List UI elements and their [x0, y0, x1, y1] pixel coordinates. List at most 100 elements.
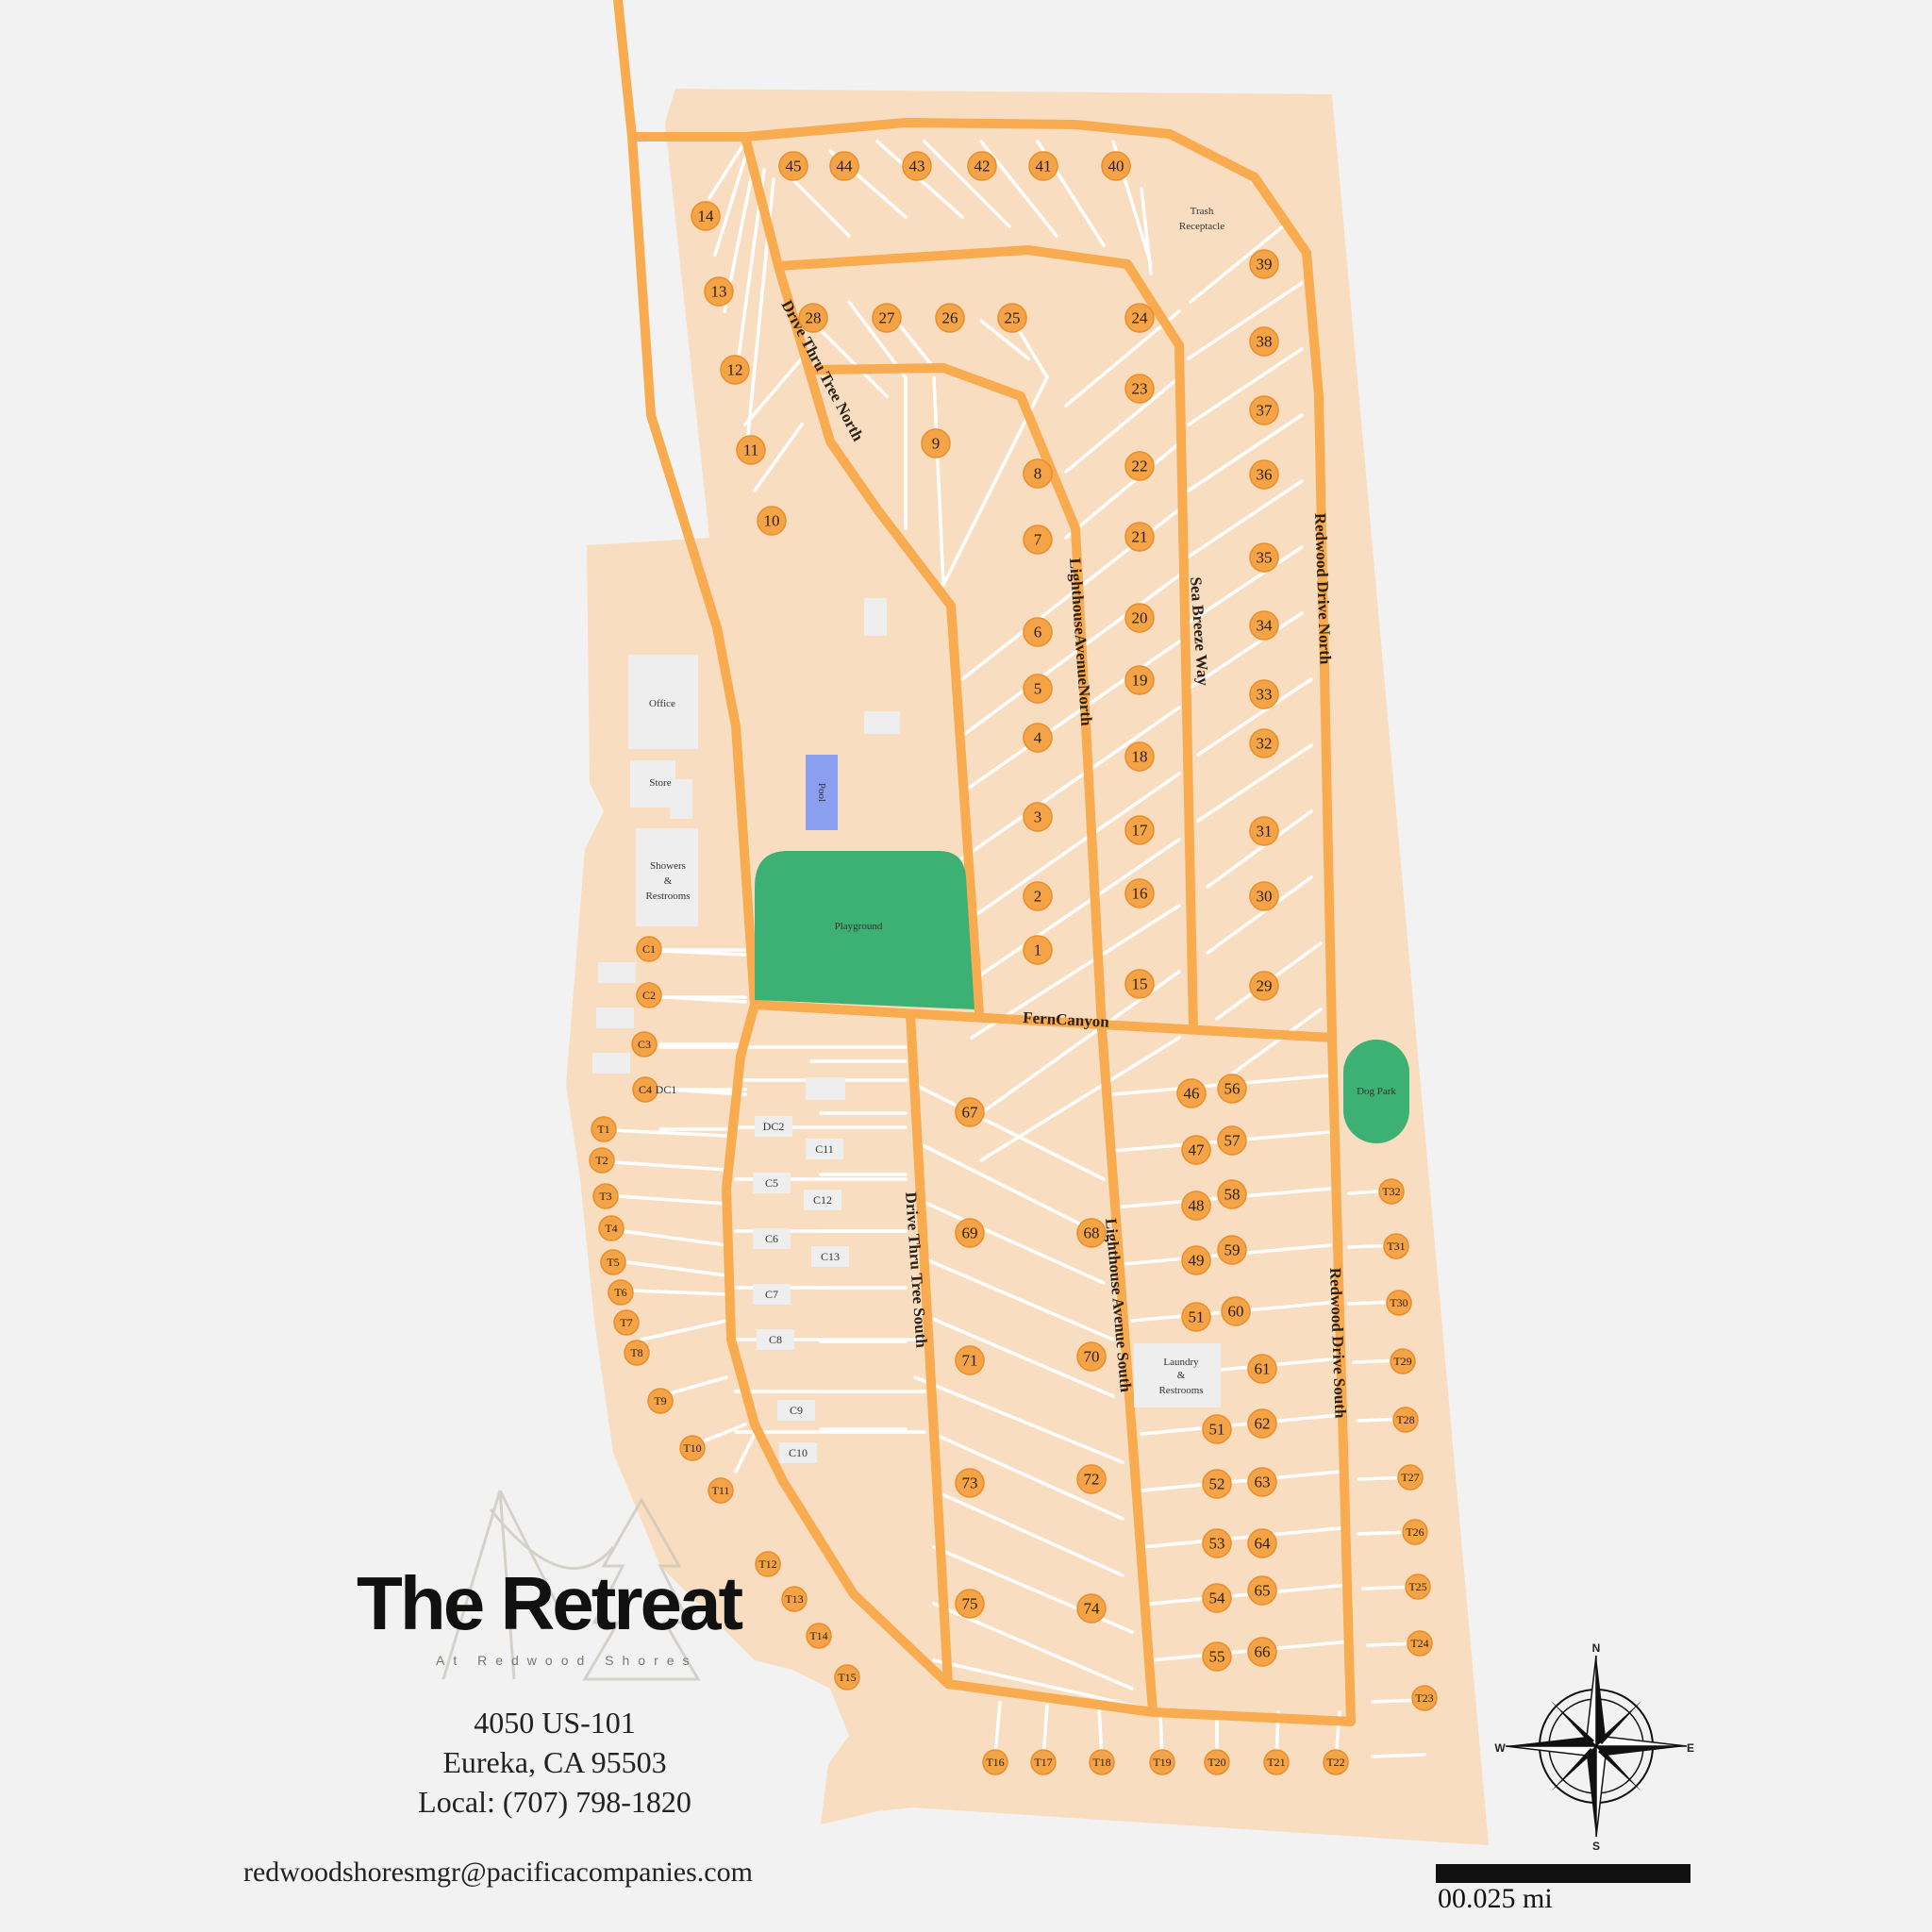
site-51-b[interactable]: 51	[1202, 1414, 1232, 1444]
site-59[interactable]: 59	[1217, 1235, 1247, 1265]
site-72[interactable]: 72	[1076, 1464, 1107, 1494]
site-t8[interactable]: T8	[624, 1340, 650, 1366]
site-t20[interactable]: T20	[1204, 1749, 1230, 1775]
site-40[interactable]: 40	[1101, 151, 1131, 181]
site-75[interactable]: 75	[955, 1589, 985, 1619]
site-39[interactable]: 39	[1249, 249, 1279, 279]
site-8[interactable]: 8	[1023, 458, 1053, 489]
site-14[interactable]: 14	[691, 201, 721, 231]
site-3[interactable]: 3	[1023, 802, 1053, 832]
site-61[interactable]: 61	[1247, 1354, 1277, 1384]
site-34[interactable]: 34	[1249, 610, 1279, 641]
site-35[interactable]: 35	[1249, 542, 1279, 573]
site-t1[interactable]: T1	[591, 1116, 617, 1142]
site-53[interactable]: 53	[1202, 1528, 1232, 1558]
site-c1[interactable]: C1	[636, 936, 662, 962]
site-t6[interactable]: T6	[608, 1279, 634, 1306]
site-t4[interactable]: T4	[598, 1215, 625, 1241]
cabin-c10[interactable]: C10	[779, 1442, 817, 1463]
site-7[interactable]: 7	[1023, 525, 1053, 555]
site-10[interactable]: 10	[757, 506, 787, 536]
cabin-c7[interactable]: C7	[753, 1284, 791, 1305]
site-t22[interactable]: T22	[1323, 1749, 1349, 1775]
site-16[interactable]: 16	[1124, 878, 1155, 908]
site-t14[interactable]: T14	[806, 1623, 832, 1649]
site-24[interactable]: 24	[1124, 303, 1155, 333]
site-t24[interactable]: T24	[1407, 1630, 1433, 1657]
site-36[interactable]: 36	[1249, 459, 1279, 490]
site-60[interactable]: 60	[1221, 1296, 1251, 1326]
cabin-c13[interactable]: C13	[811, 1246, 849, 1267]
site-37[interactable]: 37	[1249, 395, 1279, 425]
cabin-dc2[interactable]: DC2	[755, 1116, 792, 1137]
site-t28[interactable]: T28	[1392, 1407, 1419, 1433]
site-68[interactable]: 68	[1076, 1218, 1107, 1248]
cabin-c12[interactable]: C12	[804, 1190, 841, 1210]
site-t23[interactable]: T23	[1411, 1685, 1438, 1711]
site-t16[interactable]: T16	[982, 1749, 1008, 1775]
site-15[interactable]: 15	[1124, 969, 1155, 999]
site-t12[interactable]: T12	[755, 1551, 781, 1577]
site-t17[interactable]: T17	[1030, 1749, 1057, 1775]
site-t11[interactable]: T11	[708, 1477, 734, 1504]
site-41[interactable]: 41	[1028, 151, 1058, 181]
site-64[interactable]: 64	[1247, 1528, 1277, 1558]
site-29[interactable]: 29	[1249, 971, 1279, 1001]
site-49[interactable]: 49	[1181, 1245, 1211, 1275]
site-11[interactable]: 11	[736, 435, 766, 465]
site-t5[interactable]: T5	[600, 1249, 626, 1275]
site-69[interactable]: 69	[955, 1218, 985, 1248]
site-33[interactable]: 33	[1249, 679, 1279, 709]
site-55[interactable]: 55	[1202, 1641, 1232, 1672]
site-31[interactable]: 31	[1249, 816, 1279, 846]
site-t21[interactable]: T21	[1263, 1749, 1290, 1775]
site-c3[interactable]: C3	[631, 1031, 658, 1058]
site-67[interactable]: 67	[955, 1097, 985, 1127]
site-66[interactable]: 66	[1247, 1637, 1277, 1667]
site-5[interactable]: 5	[1023, 674, 1053, 704]
site-c4[interactable]: C4	[632, 1076, 658, 1103]
cabin-c9[interactable]: C9	[777, 1400, 815, 1421]
site-58[interactable]: 58	[1217, 1179, 1247, 1209]
site-c2[interactable]: C2	[636, 982, 662, 1008]
site-46[interactable]: 46	[1176, 1078, 1207, 1108]
site-t30[interactable]: T30	[1386, 1290, 1412, 1316]
site-71[interactable]: 71	[955, 1345, 985, 1375]
site-22[interactable]: 22	[1124, 451, 1155, 481]
site-t25[interactable]: T25	[1405, 1574, 1431, 1600]
site-52[interactable]: 52	[1202, 1469, 1232, 1499]
cabin-c8[interactable]: C8	[757, 1329, 794, 1350]
site-63[interactable]: 63	[1247, 1467, 1277, 1497]
site-19[interactable]: 19	[1124, 665, 1155, 695]
site-43[interactable]: 43	[902, 151, 932, 181]
site-t9[interactable]: T9	[647, 1388, 674, 1414]
site-26[interactable]: 26	[935, 303, 965, 333]
site-32[interactable]: 32	[1249, 728, 1279, 758]
site-44[interactable]: 44	[829, 151, 859, 181]
site-23[interactable]: 23	[1124, 374, 1155, 404]
site-t27[interactable]: T27	[1397, 1464, 1424, 1491]
site-57[interactable]: 57	[1217, 1125, 1247, 1156]
site-13[interactable]: 13	[704, 276, 734, 307]
site-48[interactable]: 48	[1181, 1191, 1211, 1221]
site-25[interactable]: 25	[997, 303, 1027, 333]
site-t29[interactable]: T29	[1390, 1348, 1416, 1374]
site-t18[interactable]: T18	[1089, 1749, 1115, 1775]
site-t15[interactable]: T15	[834, 1664, 860, 1690]
site-28[interactable]: 28	[798, 303, 828, 333]
site-4[interactable]: 4	[1023, 723, 1053, 753]
site-9[interactable]: 9	[921, 428, 951, 458]
site-62[interactable]: 62	[1247, 1408, 1277, 1439]
site-t32[interactable]: T32	[1378, 1178, 1405, 1205]
site-51[interactable]: 51	[1181, 1302, 1211, 1332]
email-address[interactable]: redwoodshoresmgr@pacificacompanies.com	[243, 1857, 753, 1888]
site-t13[interactable]: T13	[781, 1586, 808, 1612]
site-2[interactable]: 2	[1023, 881, 1053, 911]
site-18[interactable]: 18	[1124, 741, 1155, 772]
site-30[interactable]: 30	[1249, 881, 1279, 911]
site-t7[interactable]: T7	[613, 1309, 640, 1336]
cabin-dc1[interactable]: DC1	[656, 1083, 677, 1096]
site-27[interactable]: 27	[872, 303, 902, 333]
cabin-c5[interactable]: C5	[753, 1173, 791, 1193]
site-1[interactable]: 1	[1023, 935, 1053, 965]
